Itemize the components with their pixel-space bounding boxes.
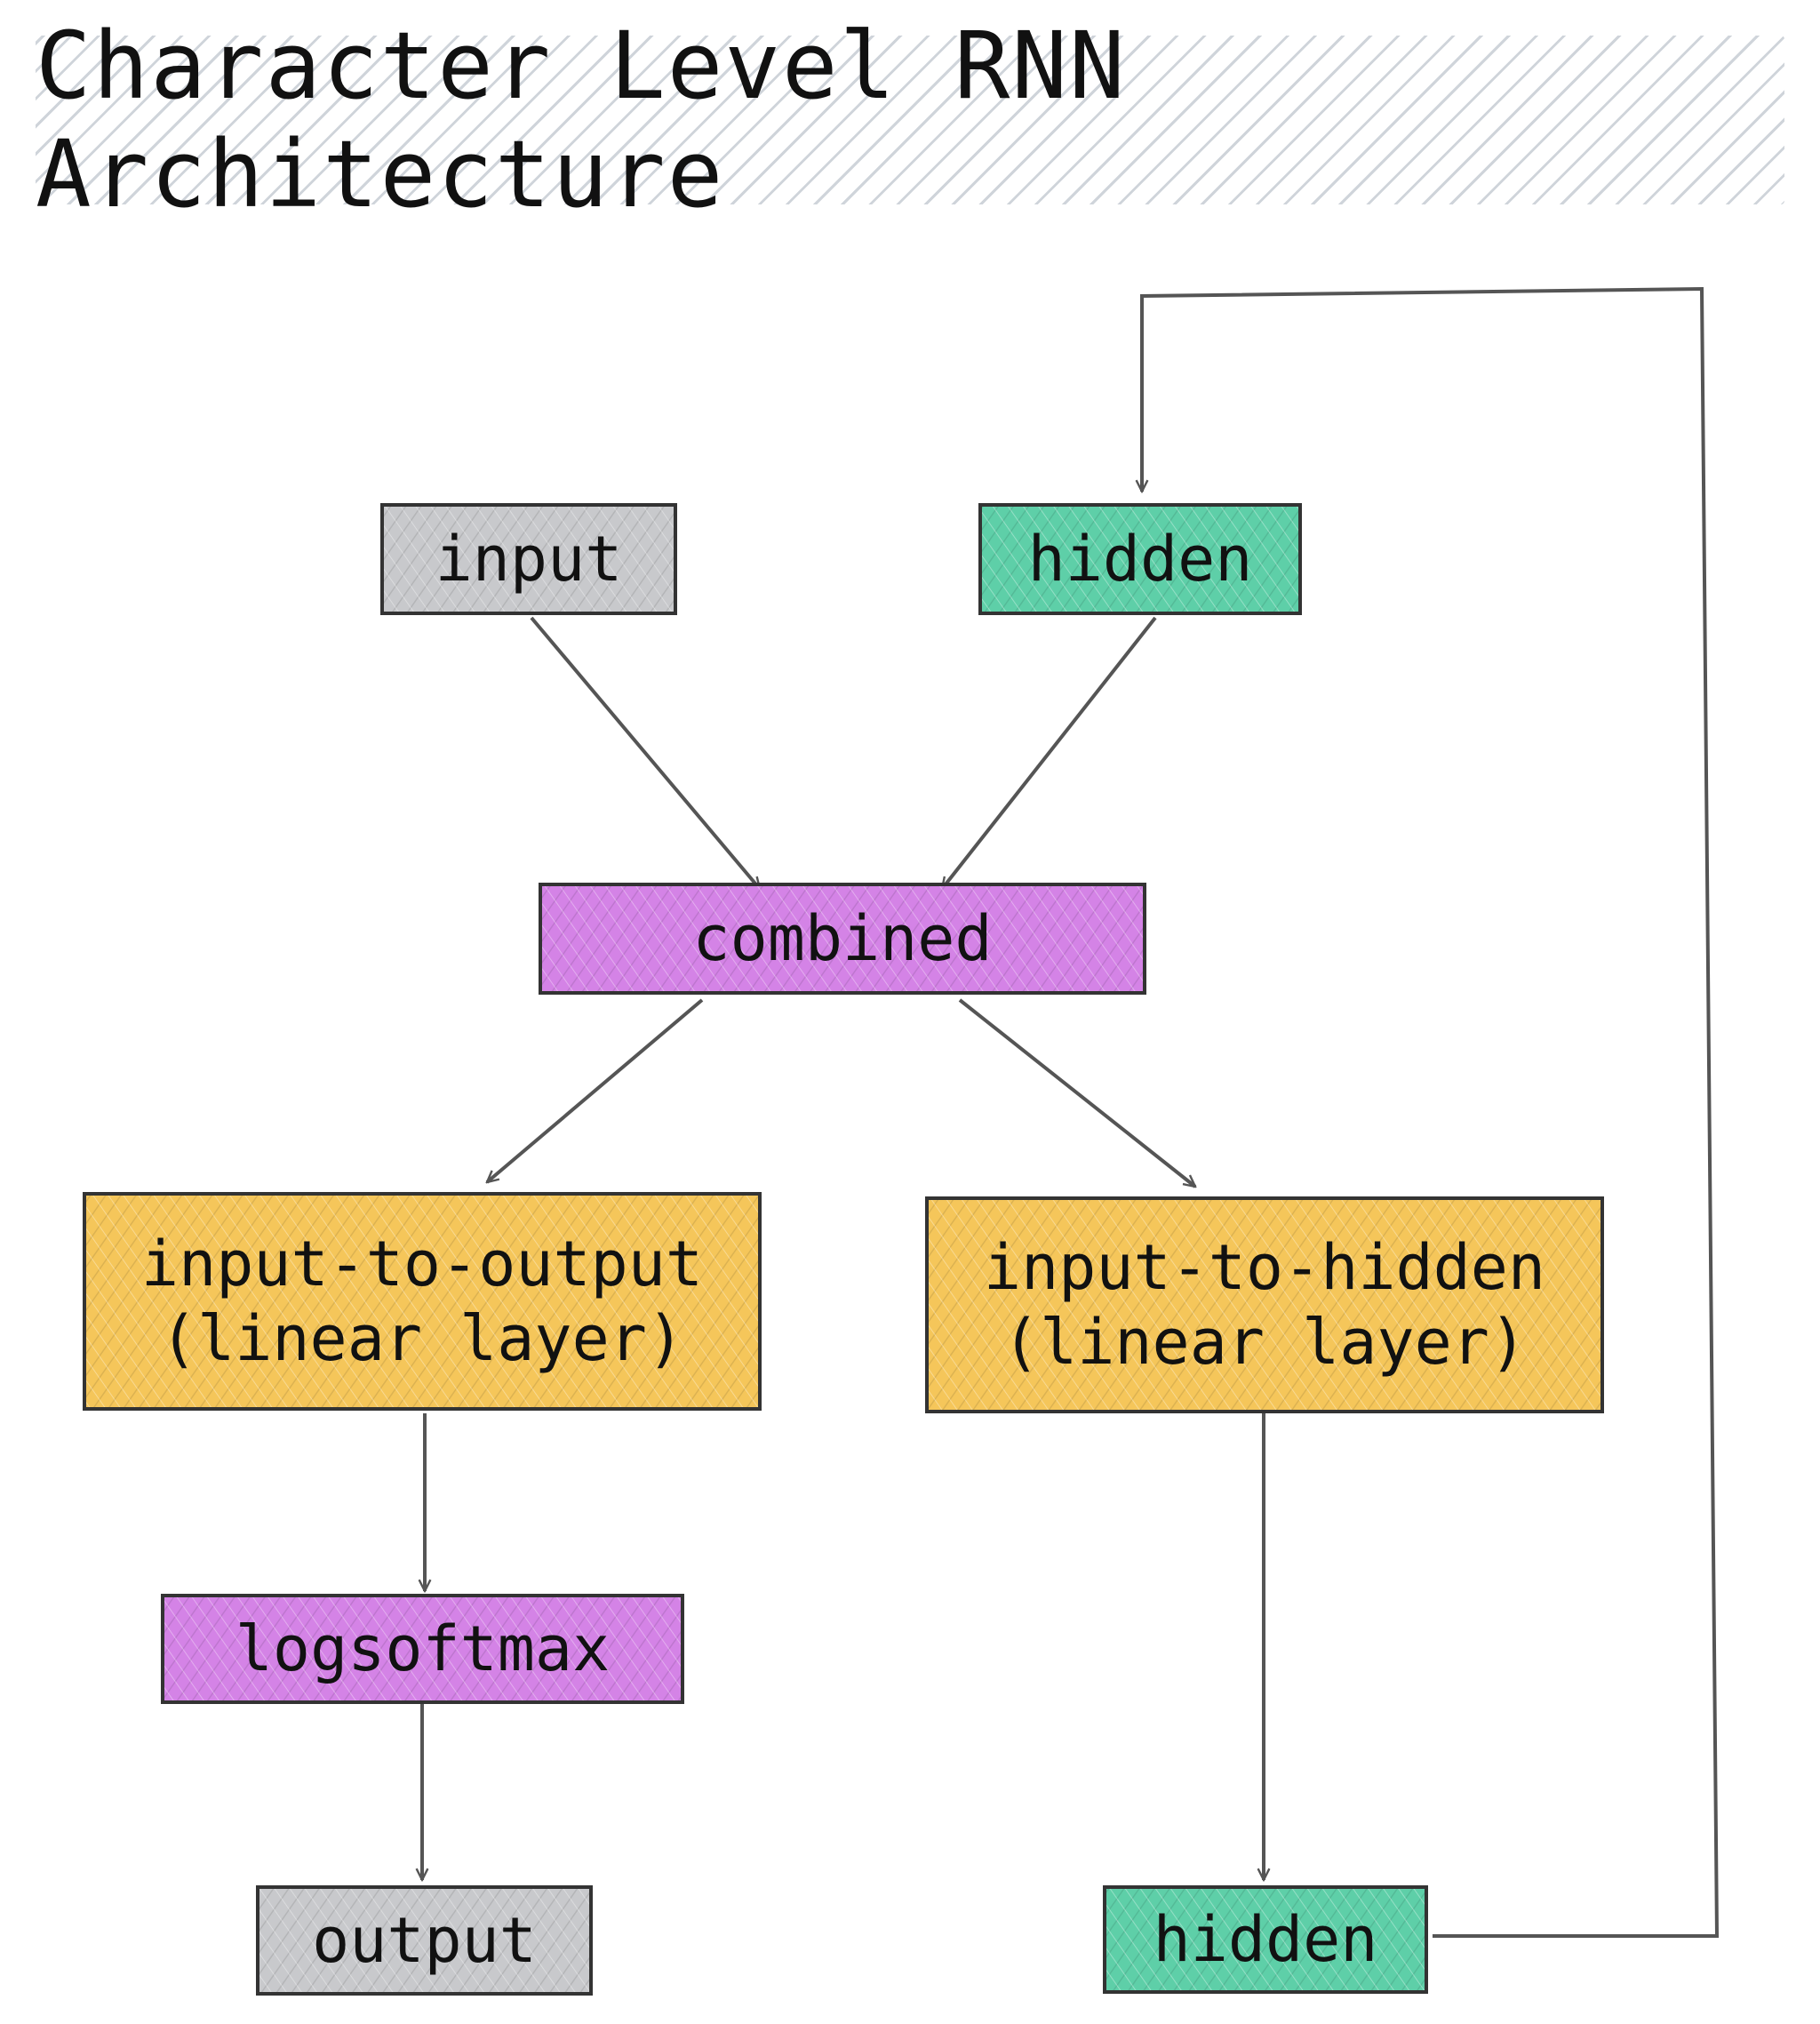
node-label: combined <box>692 902 992 975</box>
node-input: input <box>380 503 677 615</box>
edges-layer <box>422 286 1720 1938</box>
node-output: output <box>256 1885 593 1996</box>
edge-input-to-combined <box>530 616 760 889</box>
node-label: input-to-hidden <box>984 1231 1545 1304</box>
node-i2o: input-to-output(linear layer) <box>83 1192 762 1411</box>
title-hatched-band <box>36 36 1784 204</box>
node-border <box>380 503 677 615</box>
edge-combined-to-i2h <box>958 998 1195 1187</box>
node-label: hidden <box>1028 523 1253 596</box>
node-border <box>925 1196 1604 1413</box>
node-label: logsoftmax <box>235 1612 610 1685</box>
node-combined: combined <box>539 883 1146 995</box>
node-label: output <box>312 1904 537 1977</box>
node-border <box>539 883 1146 995</box>
edge-combined-to-i2o <box>487 998 704 1182</box>
node-border <box>161 1594 684 1704</box>
node-logsoftmax: logsoftmax <box>161 1594 684 1704</box>
node-hidden-top: hidden <box>978 503 1302 615</box>
edge-feedback-loop <box>1142 286 1720 1938</box>
node-hidden-bottom: hidden <box>1103 1885 1428 1994</box>
node-label: (linear layer) <box>160 1302 684 1375</box>
node-label: input-to-output <box>141 1228 703 1300</box>
node-i2h: input-to-hidden(linear layer) <box>925 1196 1604 1413</box>
node-label: hidden <box>1153 1903 1378 1976</box>
node-border <box>1103 1885 1428 1994</box>
node-border <box>83 1192 762 1411</box>
edge-hidden-to-combined <box>942 616 1157 889</box>
node-border <box>978 503 1302 615</box>
node-label: input <box>435 523 623 596</box>
node-label: (linear layer) <box>1002 1306 1527 1379</box>
node-border <box>256 1885 593 1996</box>
